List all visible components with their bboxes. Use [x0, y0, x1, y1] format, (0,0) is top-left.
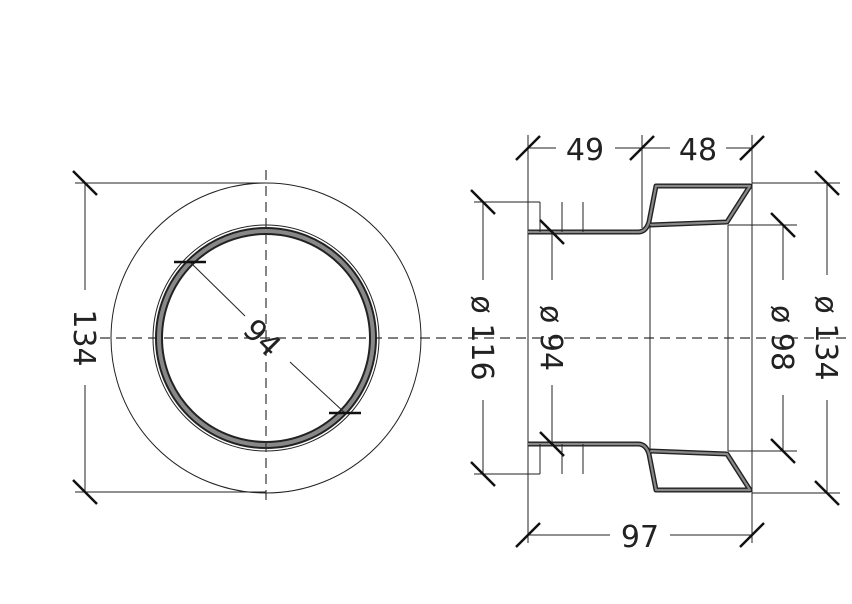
dim-length-total: 97 [621, 520, 659, 555]
dim-dia-flange: ø 116 [464, 295, 499, 380]
dimension-tick [72, 479, 98, 505]
side-view: 49 48 97 ø 116 ø 94 [464, 133, 843, 555]
dim-length-right: 48 [679, 133, 717, 168]
dim-dia-outer: ø 134 [808, 295, 843, 380]
diameter-line [189, 261, 246, 317]
dim-dia-socket: ø 98 [764, 305, 799, 371]
dim-dia-inner: ø 94 [533, 305, 568, 371]
dim-front-inner: 94 [236, 312, 288, 364]
dim-length-left: 49 [566, 133, 604, 168]
dim-front-outer: 134 [66, 309, 101, 366]
dimension-tick [72, 170, 98, 196]
diameter-line [289, 361, 346, 414]
